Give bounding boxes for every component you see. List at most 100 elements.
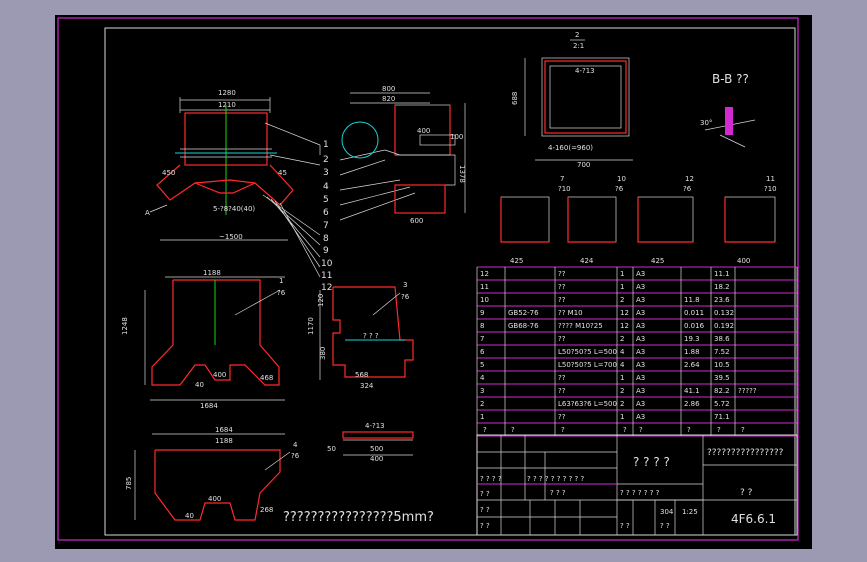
bracket-7-dim: 425 [510, 257, 523, 265]
bom-cell-name: L50?50?5 L=700 [558, 361, 617, 369]
title-block: ? ? ? ? ???????????????? ? ? 4F6.6.1 ? ?… [476, 434, 798, 536]
pl1-40: 40 [195, 381, 204, 389]
signer-2: ? ? [480, 506, 490, 514]
bracket-11-num: 11 [766, 175, 775, 183]
bom-cell-mat: A3 [636, 335, 645, 343]
side-view: 800 820 400 100 600 1378 [341, 85, 466, 225]
bar-detail: 4-?13 500 400 50 [327, 422, 414, 463]
bom-cell-name: ?? [558, 413, 566, 421]
part3-380: 380 [319, 347, 327, 360]
dim-800: 800 [382, 85, 395, 93]
bom-cell-qty: 1 [620, 413, 624, 421]
bom-cell-total: 82.2 [714, 387, 730, 395]
leader-10: 10 [321, 259, 333, 269]
bom-cell-mat: A3 [636, 361, 645, 369]
signer-1: ? ? [480, 490, 490, 498]
section-bb-hatch [725, 107, 733, 135]
bom-cell-code: GB68-76 [508, 322, 539, 330]
bom-cell-total: 7.52 [714, 348, 730, 356]
bom-header-cell: ? [687, 426, 691, 434]
bom-cell-no: 4 [480, 374, 485, 382]
inner-frame [104, 27, 796, 536]
cad-viewport[interactable]: 1280 1210 450 45 5-?8?40(40) ~1500 A 1 2… [55, 15, 812, 549]
flange-h688: 688 [511, 92, 519, 105]
sig-mid: ? ? ? [550, 489, 566, 497]
flange-w700: 700 [577, 161, 590, 169]
leader-7: 7 [323, 221, 329, 231]
bracket-12-num: 12 [685, 175, 694, 183]
bot-tag-scale: ?6 [291, 452, 300, 460]
bracket-details: 7 ?10 425 10 ?6 424 12 ?6 425 11 ?10 400 [500, 175, 777, 265]
part-3-profile: ? ? ? 3 ?6 324 568 1170 380 120 [307, 281, 414, 390]
bom-cell-unit: 0.011 [684, 309, 704, 317]
bom-header-cell: ? [741, 426, 745, 434]
part3-label: ? ? ? [363, 332, 379, 340]
company-text: ???????????????? [707, 448, 784, 458]
pl1-width: 1188 [203, 269, 221, 277]
bom-cell-qty: 4 [620, 348, 625, 356]
bom-cell-total: 18.2 [714, 283, 730, 291]
bom-cell-name: ?? [558, 335, 566, 343]
bom-cell-qty: 12 [620, 322, 629, 330]
bom-cell-total: 11.1 [714, 270, 730, 278]
bom-header-cell: ? [483, 426, 487, 434]
rev-row-a: ? ? ? ? [480, 475, 502, 483]
leader-11: 11 [321, 271, 332, 281]
flange-hole-note: 4-?13 [575, 67, 595, 75]
bom-cell-name: L63?63?6 L=500 [558, 400, 617, 408]
bom-cell-unit: 0.016 [684, 322, 705, 330]
bom-cell-qty: 12 [620, 309, 629, 317]
signer-4: ? ? [620, 522, 630, 530]
bom-cell-no: 3 [480, 387, 484, 395]
bom-header-cell: ? [717, 426, 721, 434]
bom-cell-qty: 2 [620, 296, 624, 304]
bom-cell-no: 8 [480, 322, 484, 330]
bom-header-cell: ? [639, 426, 643, 434]
part3-w2: 568 [355, 371, 368, 379]
sheet-text: ? ? [740, 488, 753, 498]
bom-cell-mat: A3 [636, 348, 645, 356]
bar-hole: 4-?13 [365, 422, 385, 430]
signer-3: ? ? [480, 522, 490, 530]
dim-top-w1: 1280 [218, 89, 236, 97]
bracket-10-scale: ?6 [615, 185, 624, 193]
dim-left-450: 450 [162, 169, 175, 177]
bracket-10-dim: 424 [580, 257, 594, 265]
flange-tag-scale: 2:1 [573, 42, 584, 50]
bom-cell-name: ?? [558, 270, 566, 278]
bom-cell-unit: 2.64 [684, 361, 700, 369]
title-text: ? ? ? ? [633, 455, 670, 469]
leader-callouts: 1 2 3 4 5 6 7 8 9 10 11 12 [262, 122, 416, 293]
bom-header-cell: ? [511, 426, 515, 434]
bottom-plate: 1684 1188 785 400 40 268 4 ?6 [125, 426, 300, 521]
bracket-11-dim: 400 [737, 257, 750, 265]
dim-hole: 5-?8?40(40) [213, 205, 255, 213]
bom-cell-name: ?? [558, 283, 566, 291]
pl1-tag-num: 1 [279, 277, 283, 285]
part3-h: 1170 [307, 317, 315, 335]
dim-820: 820 [382, 95, 395, 103]
bot-h: 785 [125, 477, 133, 490]
bom-cell-qty: 2 [620, 387, 624, 395]
leader-3: 3 [323, 168, 329, 178]
flange-holes: 4-160(=960) [548, 144, 593, 152]
leader-6: 6 [323, 208, 329, 218]
bom-cell-total: 5.72 [714, 400, 730, 408]
flange-tag-num: 2 [575, 31, 579, 39]
engineering-drawing: 1280 1210 450 45 5-?8?40(40) ~1500 A 1 2… [57, 17, 799, 541]
bom-cell-name: L50?50?5 L=500 [558, 348, 617, 356]
bracket-12-dim: 425 [651, 257, 664, 265]
dim-600: 600 [410, 217, 423, 225]
bracket-12-scale: ?6 [683, 185, 692, 193]
part3-tag-scale: ?6 [401, 293, 410, 301]
section-dim: 30° [700, 119, 712, 127]
bom-cell-no: 5 [480, 361, 484, 369]
bom-cell-no: 12 [480, 270, 489, 278]
bom-cell-total: 71.1 [714, 413, 730, 421]
drawing-number: 4F6.6.1 [731, 512, 776, 526]
bom-cell-mat: A3 [636, 387, 645, 395]
scale-header: ? ? ? ? ? ? ? [620, 489, 660, 497]
leader-4: 4 [323, 182, 329, 192]
pl1-468: 468 [260, 374, 273, 382]
